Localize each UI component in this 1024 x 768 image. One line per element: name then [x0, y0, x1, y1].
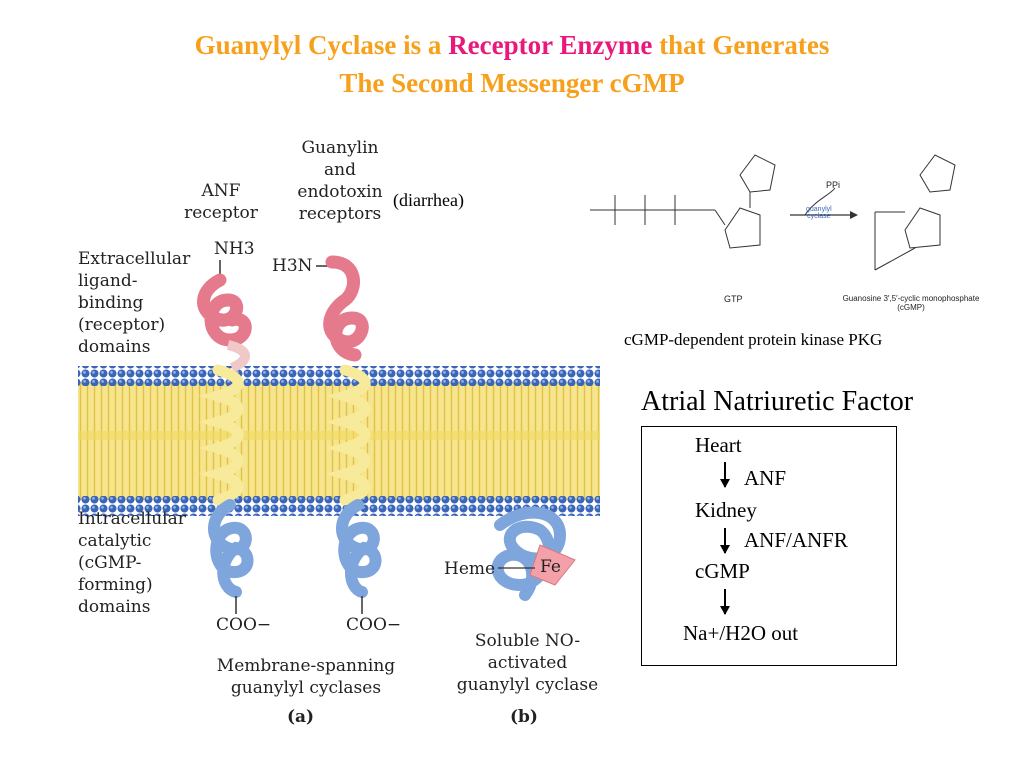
extracellular-domains-label: Extracellular ligand- binding (receptor)…	[78, 249, 191, 357]
flow-cgmp: cGMP	[695, 559, 750, 583]
title-part-c: that Generates	[652, 30, 830, 60]
slide-title-line1: Guanylyl Cyclase is a Receptor Enzyme th…	[0, 26, 1024, 64]
heme-label: Heme	[444, 559, 496, 579]
diarrhea-label: (diarrhea)	[393, 190, 464, 210]
flow-heart: Heart	[695, 433, 742, 457]
title-part-a: Guanylyl Cyclase is a	[194, 30, 449, 60]
flow-anfr: ANF/ANFR	[744, 528, 848, 552]
gtp-label: GTP	[724, 294, 743, 304]
membrane-bottom-heads	[78, 496, 600, 516]
guanylin-h3n-label: H3N	[272, 256, 313, 276]
flow-kidney: Kidney	[695, 498, 757, 522]
flow-anf: ANF	[744, 466, 787, 490]
cgmp-structure-label: Guanosine 3′,5′-cyclic monophosphate (cG…	[842, 294, 980, 312]
membrane-spanning-caption: Membrane-spanning guanylyl cyclases	[216, 656, 396, 698]
guanylin-receptor-protein	[316, 255, 382, 614]
membrane-bilayer	[78, 382, 600, 500]
membrane-middle-heads	[78, 431, 600, 440]
pkg-text: cGMP-dependent protein kinase PKG	[624, 330, 883, 349]
nh3-text: NH3	[214, 239, 255, 259]
flow-na-h2o-out: Na+/H2O out	[683, 621, 799, 645]
anf-pathway-box	[641, 426, 897, 666]
intracellular-domains-label: Intracellular catalytic (cGMP- forming) …	[78, 509, 186, 617]
guanylyl-cyclase-enzyme-label: guanylyl cyclase	[806, 206, 832, 220]
gtp-to-cgmp-reaction	[590, 154, 956, 271]
slide-title-line2: The Second Messenger cGMP	[339, 68, 685, 98]
fe-label: Fe	[540, 557, 561, 577]
anf-receptor-label: ANF receptor	[184, 181, 258, 223]
membrane-top-heads	[78, 366, 600, 386]
anf-nh3-label: NH3	[214, 238, 255, 260]
coo-terminus-2: COO−	[346, 615, 402, 635]
flow-arrow-1	[720, 462, 730, 488]
title-emphasis: Receptor Enzyme	[448, 30, 653, 60]
soluble-guanylyl-cyclase	[491, 506, 576, 601]
panel-b-label: (b)	[510, 707, 538, 727]
coo-terminus-1: COO−	[216, 615, 272, 635]
guanylin-receptors-label: Guanylin and endotoxin receptors	[297, 138, 383, 224]
panel-a-label: (a)	[287, 707, 315, 727]
flow-arrow-3	[720, 589, 730, 615]
soluble-caption: Soluble NO- activated guanylyl cyclase	[456, 631, 599, 695]
ppi-label: PPi	[826, 180, 841, 190]
flow-arrow-2	[720, 528, 730, 554]
anf-receptor-protein	[197, 260, 254, 614]
anf-heading: Atrial Natriuretic Factor	[641, 386, 914, 417]
